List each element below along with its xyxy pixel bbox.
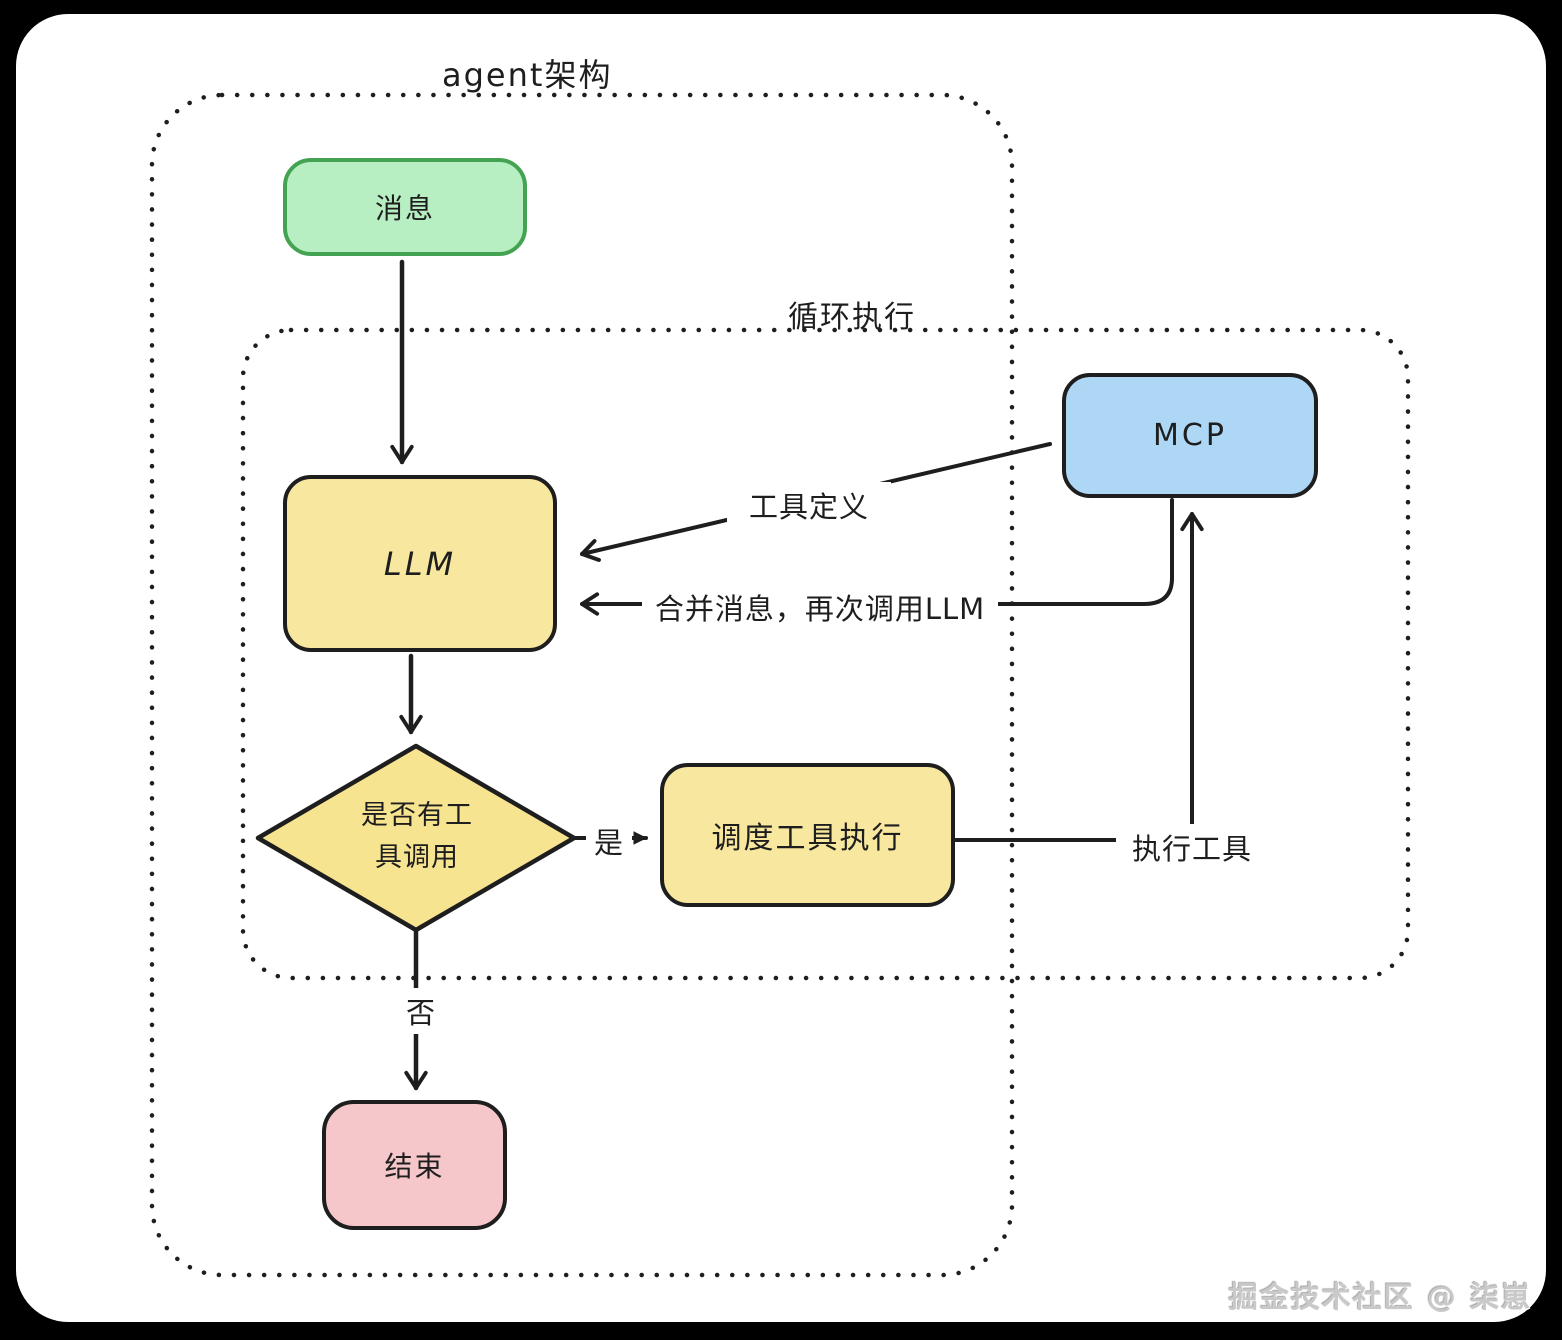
watermark: 掘金技术社区 @ 柒崽 — [1228, 1280, 1532, 1314]
edge-label-execute-tool: 执行工具 — [1116, 824, 1268, 870]
diagram-canvas — [16, 14, 1546, 1322]
edge-label-no: 否 — [398, 988, 444, 1034]
edge-label-tool-definition: 工具定义 — [727, 482, 891, 528]
node-mcp: MCP — [1062, 373, 1318, 498]
node-end: 结束 — [322, 1100, 507, 1230]
outer-container-agent-architecture — [149, 92, 1015, 1278]
node-message: 消息 — [283, 158, 527, 256]
outer-container-label: agent架构 — [442, 56, 613, 94]
edge-label-yes: 是 — [586, 818, 632, 864]
node-dispatch-tool-execution: 调度工具执行 — [660, 763, 955, 907]
node-llm: LLM — [283, 475, 557, 652]
edge-label-merge-messages: 合并消息，再次调用LLM — [642, 584, 998, 630]
inner-container-label: 循环执行 — [788, 300, 916, 335]
edge-dispatch-to-mcp-execute-tool — [954, 512, 1204, 842]
inner-container-loop-execution — [240, 327, 1411, 981]
node-decision-label: 是否有工具调用 — [361, 800, 473, 873]
edge-merge-messages-to-llm — [580, 498, 1174, 616]
